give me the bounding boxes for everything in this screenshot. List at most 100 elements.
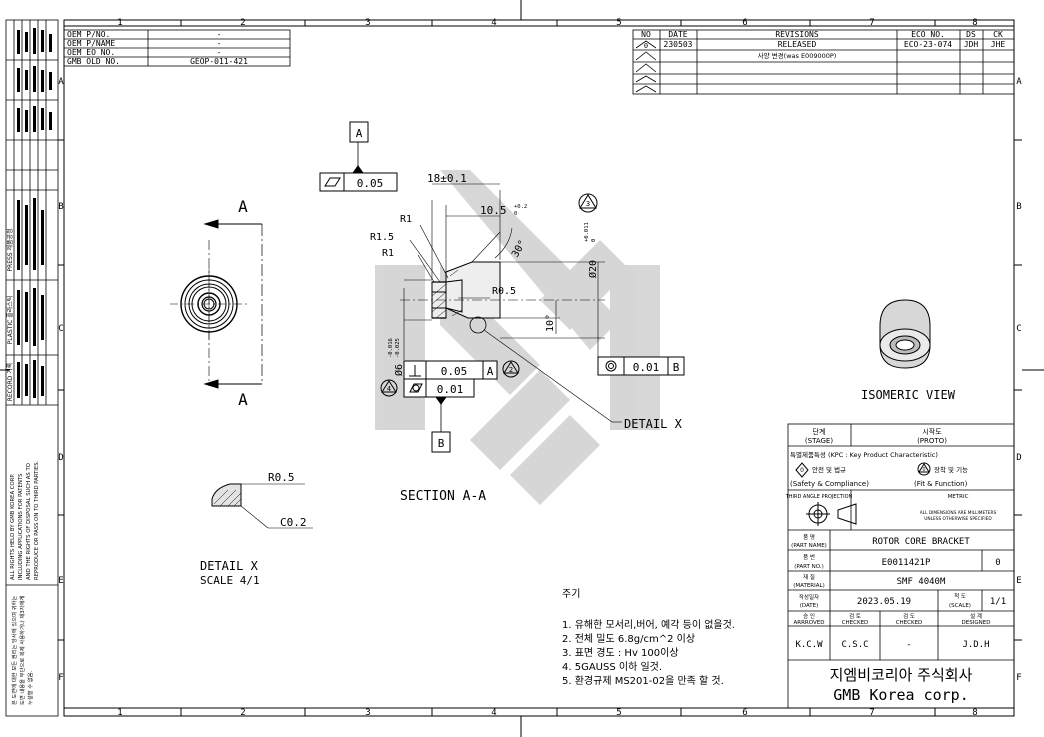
note-2: 2. 전체 밀도 6.8g/cm^2 이상 [562, 633, 695, 645]
col-label-3-bottom: 3 [365, 708, 370, 718]
detail-x-view [211, 483, 313, 529]
rev-header-date: DATE [668, 30, 687, 39]
dim-r0-5: R0.5 [492, 286, 516, 297]
isometric-part [879, 299, 931, 369]
row-label-a-left: A [58, 77, 64, 87]
company-name-kr: 지엠비코리아 주식회사 [830, 666, 973, 684]
approved-label-en: ARRROVED [794, 620, 825, 626]
projection-label: THIRD ANGLE PROJECTION [785, 494, 853, 500]
kpc-safety-num: 0 [800, 467, 804, 474]
part-no-label-en: (PART NO.) [794, 564, 824, 570]
col-label-5: 5 [616, 18, 621, 28]
kpc-fit-icon [917, 462, 931, 476]
perp-value: 0.05 [441, 365, 468, 378]
dim-10-5-tol-lower: 0 [514, 211, 517, 217]
row-label-f: F [1016, 673, 1021, 683]
rev-header-revisions: REVISIONS [775, 30, 819, 39]
third-angle-projection-icon [806, 502, 857, 526]
svg-text:0.05: 0.05 [357, 177, 384, 190]
section-view [352, 142, 622, 432]
dim-dia-20-tol-lower: 0 [591, 239, 597, 242]
col-label-6-bottom: 6 [742, 708, 747, 718]
company-name-en: GMB Korea corp. [833, 686, 968, 704]
row-label-a: A [1016, 77, 1022, 87]
date-label: 작성일자 [799, 593, 819, 601]
svg-text:3: 3 [586, 200, 590, 208]
material: SMF 4040M [897, 577, 946, 587]
detail-r0-5: R0.5 [268, 471, 295, 484]
stage-label-en: (STAGE) [805, 437, 833, 445]
col-label-4-bottom: 4 [491, 708, 496, 718]
checked1-by: C.S.C [841, 640, 868, 650]
notice-line-1: ALL RIGHTS HELD BY GMB KOREA CORP. [10, 473, 16, 580]
oem-info-table: OEM P/NO. OEM P/NAME OEM EO NO. GMB OLD … [63, 29, 291, 67]
row-label-b-left: B [58, 202, 63, 212]
metric-note-1: ALL DIMENSIONS ARE MILLIMETERS [920, 510, 997, 516]
rev-eco: ECO-23-074 [904, 40, 952, 49]
col-label-6: 6 [742, 18, 747, 28]
note-3: 3. 표면 경도 : Hv 100이상 [562, 646, 679, 659]
checked1-label: 검 토 [849, 613, 861, 620]
notice-kr-1: 본 도면에 대한 모든 권리는 당사에 있으며 귀하는 [10, 596, 18, 705]
note-4: 4. 5GAUSS 이하 일것. [562, 660, 662, 673]
kpc-safety-icon [795, 462, 809, 478]
note-5: 5. 환경규제 MS201-02을 만족 할 것. [562, 674, 724, 687]
section-label-a-top: A [238, 197, 248, 216]
front-view [170, 268, 248, 340]
dim-18: 18±0.1 [427, 172, 467, 185]
dim-r1-top: R1 [400, 214, 412, 225]
approved-by: K.C.W [795, 640, 823, 650]
designed-label: 설 계 [970, 612, 982, 620]
col-label-7-bottom: 7 [869, 708, 874, 718]
designed-by: J.D.H [962, 640, 989, 650]
row-label-f-left: F [58, 673, 63, 683]
flatness-frame: 0.05 [319, 172, 398, 192]
part-name-label-en: (PART NAME) [791, 543, 827, 549]
marker-3: 3 [578, 193, 598, 213]
approved-label: 승 인 [803, 613, 815, 620]
col-label-2-bottom: 2 [240, 708, 245, 718]
marker-2: 2 [502, 360, 520, 378]
rev-ck: JHE [991, 40, 1006, 49]
row-label-d-left: D [58, 453, 63, 463]
marker-4: 4 [380, 379, 398, 397]
oem-label-3: GMB OLD NO. [67, 57, 120, 66]
conc-value: 0.01 [633, 361, 660, 374]
row-label-e: E [1016, 576, 1021, 586]
scale: 1/1 [990, 597, 1006, 607]
dim-dia-6-tol-lower: -0.025 [395, 338, 401, 358]
rev-desc: RELEASED [778, 40, 817, 49]
dim-dia-6: Ø6 [393, 364, 405, 376]
dim-dia-20-tol-upper: +0.011 [584, 222, 590, 242]
col-label-8-bottom: 8 [972, 708, 977, 718]
oem-label-2: OEM EO NO. [67, 48, 115, 57]
col-label-7: 7 [869, 18, 874, 28]
dim-10-5: 10.5 [480, 204, 507, 217]
detail-x-callout: DETAIL X [624, 417, 683, 431]
row-label-e-left: E [58, 576, 63, 586]
metric-label: METRIC [948, 494, 969, 500]
svg-text:B: B [438, 437, 445, 450]
notice-kr-3: 누설할 수 없음. [26, 670, 34, 705]
kpc-line: 특별제품특성 (KPC : Key Product Characteristic… [790, 450, 938, 459]
checked1-label-en: CHECKED [842, 620, 869, 626]
oem-value-3: GEOP-011-421 [190, 57, 248, 66]
part-name: ROTOR CORE BRACKET [872, 537, 970, 547]
part-rev: 0 [995, 558, 1000, 568]
strip-label-plastic: PLASTIC 플라스틱 [6, 296, 14, 345]
oem-value-0: - [217, 30, 222, 39]
isometric-title: ISOMERIC VIEW [861, 388, 956, 402]
perpendicularity-frame [403, 360, 498, 398]
notes-block: 주기 1. 유해한 모서리,버어, 예각 등이 없을것. 2. 전체 밀도 6.… [562, 588, 735, 687]
notice-line-2: INCLUDING APPLICATIONS FOR PATENTS [18, 473, 24, 580]
part-name-label: 품 명 [803, 534, 815, 541]
material-label-en: (MATERIAL) [793, 583, 824, 589]
left-record-strip: PRESS 제품공정 PLASTIC 플라스틱 RECORD 기록 ALL RI… [5, 19, 59, 717]
stage-value: 시작도 [922, 427, 942, 436]
date-label-en: (DATE) [800, 603, 819, 609]
oem-label-1: OEM P/NAME [67, 39, 115, 48]
rev-header-ck: CK [993, 30, 1003, 39]
checked2-label-en: CHECKED [896, 620, 923, 626]
strip-label-record: RECORD 기록 [6, 362, 14, 401]
